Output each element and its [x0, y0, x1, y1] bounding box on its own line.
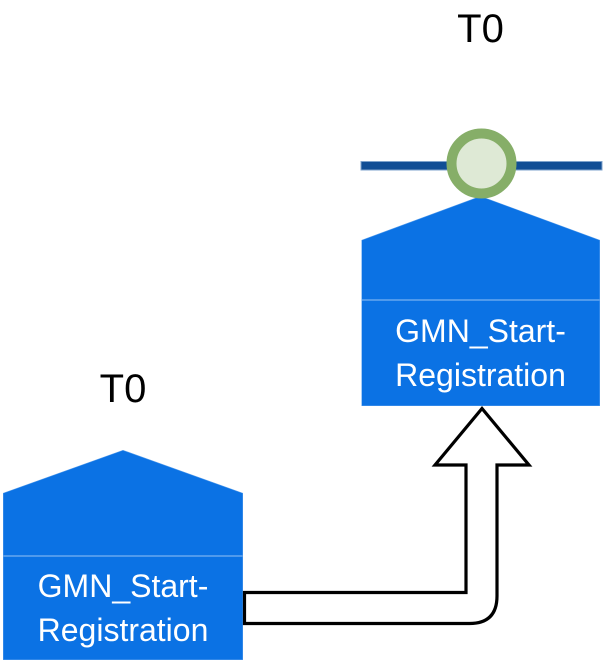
event-block-right — [361, 195, 601, 407]
bent-up-arrow-icon — [242, 405, 533, 626]
event-block-right-label: GMN_Start- Registration — [361, 309, 600, 397]
event-block-right-label-line2: Registration — [395, 357, 566, 393]
event-block-left-label: GMN_Start- Registration — [3, 564, 243, 652]
time-label-right: T0 — [457, 7, 504, 51]
time-label-left: T0 — [99, 367, 147, 411]
event-block-left-label-line1: GMN_Start- — [37, 568, 209, 604]
event-block-left — [2, 449, 244, 661]
event-block-right-label-line1: GMN_Start- — [395, 313, 566, 349]
milestone-circle-icon — [446, 128, 517, 199]
event-block-left-label-line2: Registration — [37, 612, 209, 648]
